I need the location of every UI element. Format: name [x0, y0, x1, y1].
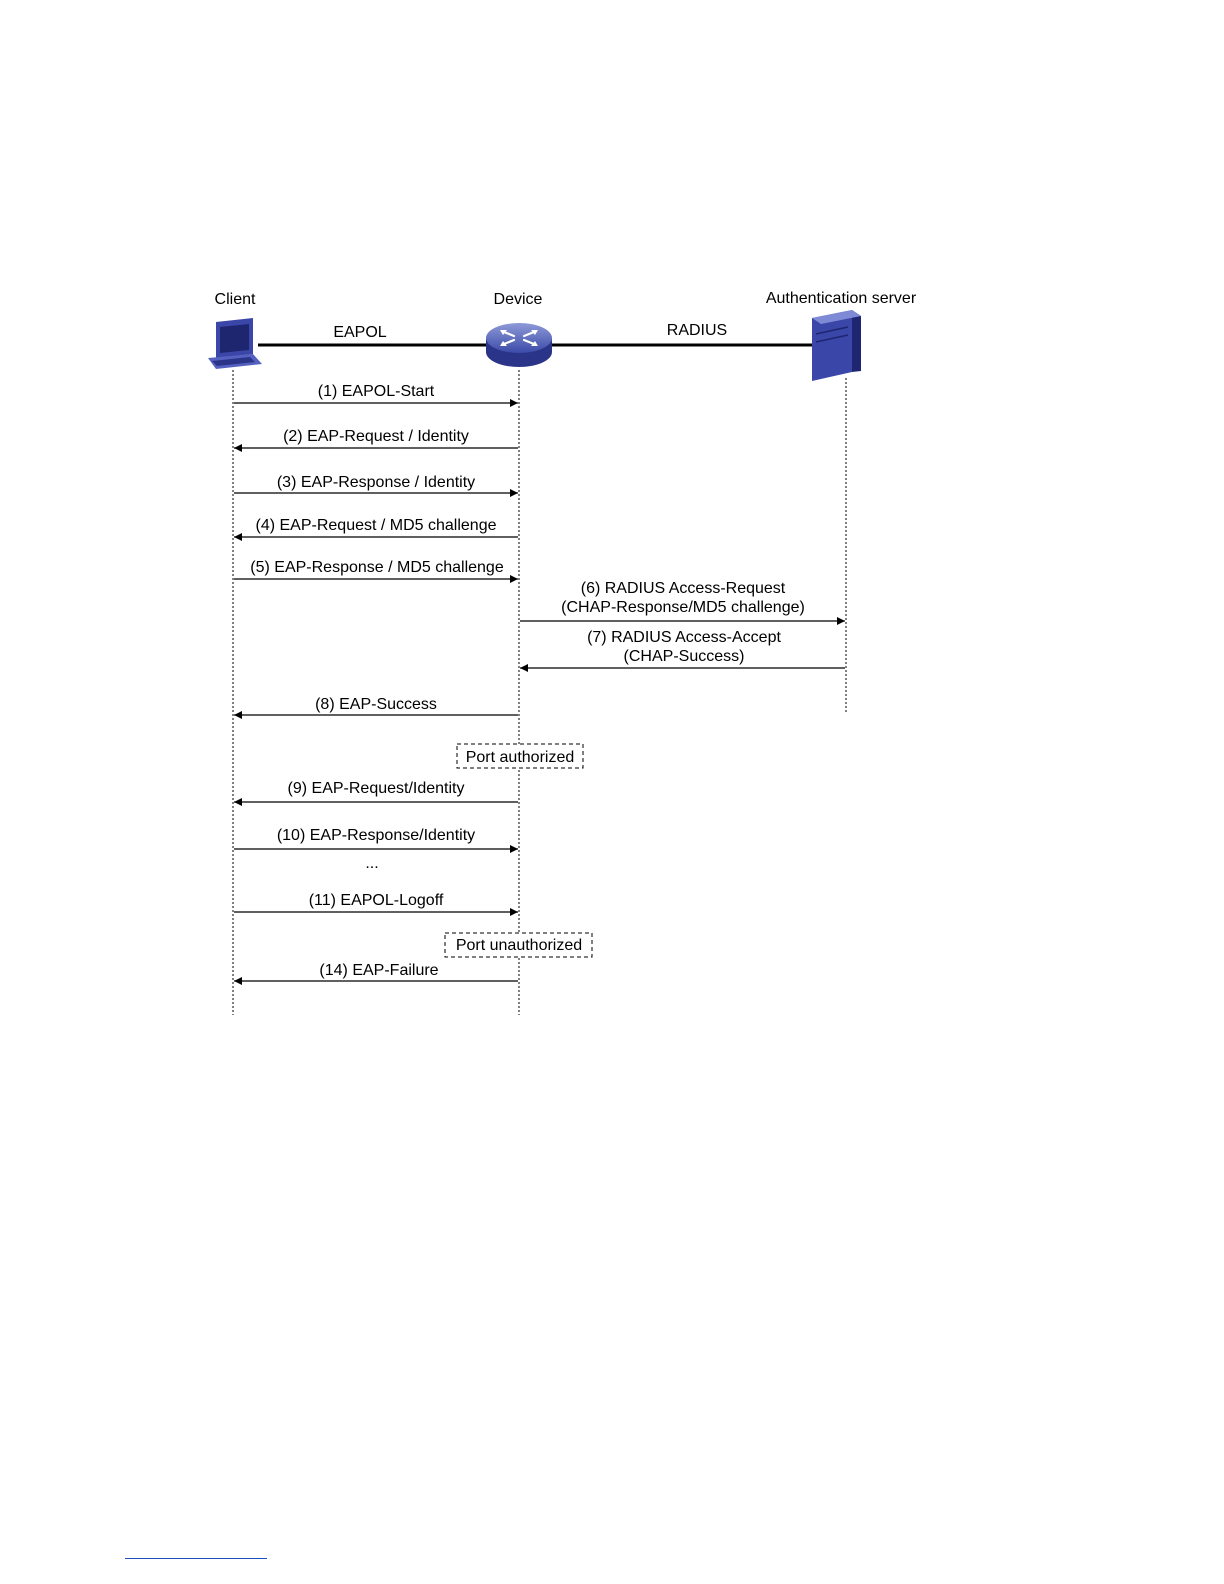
message-eap-failure: (14) EAP-Failure	[234, 962, 518, 985]
switch-icon	[486, 323, 552, 367]
participant-server-label: Authentication server	[766, 290, 917, 307]
participant-client-label: Client	[215, 291, 256, 308]
message-eap-response-md5: (5) EAP-Response / MD5 challenge	[234, 559, 518, 583]
message-label-detail: (CHAP-Success)	[624, 648, 745, 665]
server-icon	[812, 310, 861, 381]
message-eap-response-identity-reauth: (10) EAP-Response/Identity	[234, 827, 518, 853]
state-box	[456, 743, 584, 769]
message-label: (9) EAP-Request/Identity	[288, 780, 465, 797]
radius-link-label: RADIUS	[667, 322, 727, 339]
message-radius-access-request: (6) RADIUS Access-Request (CHAP-Response…	[520, 580, 845, 625]
participant-device-label: Device	[494, 291, 543, 308]
message-eap-request-md5: (4) EAP-Request / MD5 challenge	[234, 517, 518, 541]
message-label: (1) EAPOL-Start	[318, 383, 435, 400]
message-eapol-logoff: (11) EAPOL-Logoff	[234, 892, 518, 916]
message-label: (4) EAP-Request / MD5 challenge	[256, 517, 497, 534]
message-radius-access-accept: (7) RADIUS Access-Accept (CHAP-Success)	[520, 629, 845, 672]
message-eap-request-identity-reauth: (9) EAP-Request/Identity	[234, 780, 518, 806]
message-label: (3) EAP-Response / Identity	[277, 474, 475, 491]
message-label-detail: (CHAP-Response/MD5 challenge)	[561, 599, 805, 616]
computer-icon	[208, 318, 262, 369]
state-label: Port authorized	[466, 749, 575, 766]
message-eap-request-identity: (2) EAP-Request / Identity	[234, 428, 518, 452]
message-eapol-start: (1) EAPOL-Start	[234, 383, 518, 407]
ellipsis: ...	[365, 855, 378, 872]
message-label: (8) EAP-Success	[315, 696, 437, 713]
state-port-unauthorized: Port unauthorized	[444, 932, 593, 958]
state-port-authorized: Port authorized	[456, 743, 584, 769]
message-eap-response-identity: (3) EAP-Response / Identity	[234, 474, 518, 497]
state-label: Port unauthorized	[456, 937, 582, 954]
message-label: (14) EAP-Failure	[319, 962, 438, 979]
message-label: (7) RADIUS Access-Accept	[587, 629, 781, 646]
state-box	[444, 932, 593, 958]
eapol-link-label: EAPOL	[333, 324, 386, 341]
message-label: (11) EAPOL-Logoff	[309, 892, 444, 909]
footnote-rule	[125, 1558, 267, 1559]
message-label: (10) EAP-Response/Identity	[277, 827, 475, 844]
message-label: (2) EAP-Request / Identity	[283, 428, 469, 445]
message-label: (5) EAP-Response / MD5 challenge	[250, 559, 504, 576]
message-label: (6) RADIUS Access-Request	[581, 580, 786, 597]
message-eap-success: (8) EAP-Success	[234, 696, 518, 719]
